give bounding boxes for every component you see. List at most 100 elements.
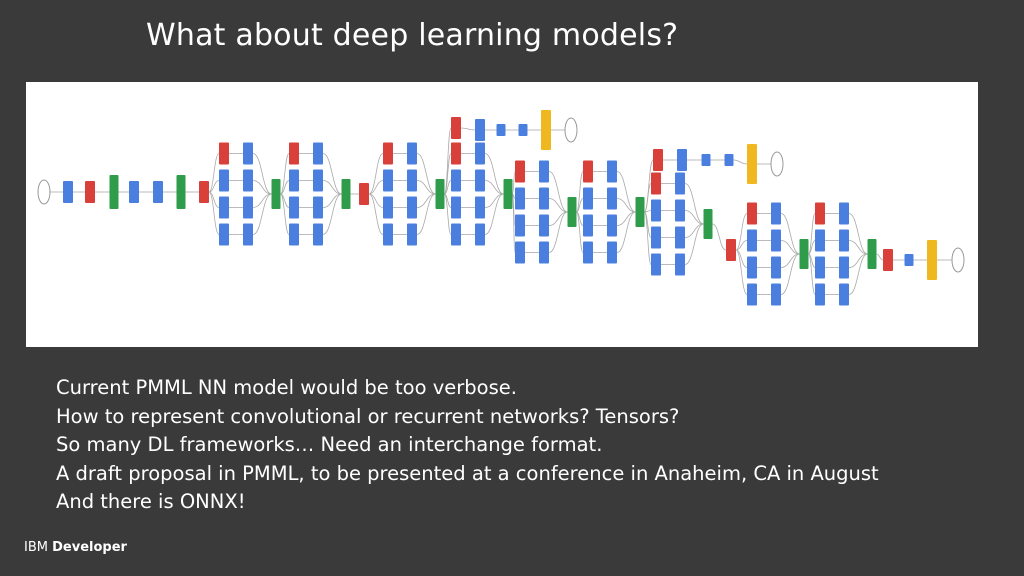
conv-node	[219, 169, 229, 192]
conv-node	[313, 223, 323, 246]
edge	[616, 171, 636, 213]
conv-node	[815, 283, 825, 306]
edge	[684, 183, 704, 225]
conv-node	[289, 196, 299, 219]
edge	[712, 223, 727, 251]
conv-node	[771, 283, 781, 306]
conv-node	[771, 256, 781, 279]
conv-node	[407, 169, 417, 192]
conv-node	[515, 214, 525, 237]
node-layer	[37, 110, 965, 306]
edge	[548, 211, 568, 253]
edge	[444, 180, 452, 195]
concat-node	[341, 179, 351, 209]
slide-title: What about deep learning models?	[146, 18, 679, 53]
edge	[444, 153, 452, 195]
pool-node	[359, 183, 369, 205]
conv-node	[771, 229, 781, 252]
concat-node	[176, 175, 186, 209]
conv-node	[747, 283, 757, 306]
brand-name: Developer	[52, 540, 127, 555]
softmax-node	[927, 240, 937, 280]
edge	[848, 240, 868, 255]
conv-node	[518, 124, 528, 136]
conv-node	[475, 142, 485, 165]
edge	[322, 153, 342, 195]
edge	[808, 253, 816, 295]
bullet-item: And there is ONNX!	[56, 490, 246, 513]
pool-node	[651, 172, 661, 195]
edge	[368, 153, 384, 195]
bullet-item: A draft proposal in PMML, to be presente…	[56, 461, 879, 485]
pool-node	[219, 142, 229, 165]
edge	[484, 193, 504, 235]
conv-node	[815, 229, 825, 252]
edge	[644, 211, 652, 265]
edge	[512, 193, 516, 253]
conv-node	[651, 226, 661, 249]
conv-node	[539, 241, 549, 264]
conv-node	[839, 256, 849, 279]
edge	[644, 183, 652, 213]
edge	[416, 180, 436, 195]
edge	[644, 210, 652, 213]
conv-node	[407, 142, 417, 165]
conv-node	[289, 169, 299, 192]
conv-node	[747, 256, 757, 279]
edge	[280, 193, 290, 235]
conv-node	[539, 214, 549, 237]
edge	[735, 249, 748, 295]
edge	[848, 213, 868, 255]
conv-node	[243, 142, 253, 165]
conv-node	[771, 202, 781, 225]
conv-node	[839, 202, 849, 225]
concat-node	[503, 179, 513, 209]
pool-node	[85, 181, 95, 203]
edge	[780, 213, 800, 255]
conv-node	[313, 196, 323, 219]
conv-node	[475, 119, 485, 141]
edge	[484, 180, 504, 195]
conv-node	[475, 169, 485, 192]
conv-node	[407, 196, 417, 219]
bullet-item: Current PMML NN model would be too verbo…	[56, 376, 517, 399]
conv-node	[383, 196, 393, 219]
edge	[876, 253, 884, 261]
conv-node	[451, 196, 461, 219]
edge	[548, 198, 568, 213]
edge	[416, 153, 436, 195]
edge	[444, 127, 452, 195]
conv-node	[515, 241, 525, 264]
edge	[808, 240, 816, 255]
conv-node	[243, 196, 253, 219]
conv-node	[675, 172, 685, 195]
conv-node	[675, 199, 685, 222]
edge	[780, 253, 800, 295]
conv-node	[839, 229, 849, 252]
pool-node	[451, 142, 461, 165]
pool-node	[815, 202, 825, 225]
conv-node	[675, 226, 685, 249]
conv-node	[904, 254, 914, 266]
conv-node	[747, 229, 757, 252]
edge	[252, 180, 272, 195]
edge	[735, 240, 748, 251]
conv-node	[583, 214, 593, 237]
edge	[460, 127, 476, 131]
edge	[576, 211, 584, 253]
conv-node	[451, 223, 461, 246]
io-node	[951, 247, 965, 273]
conv-node	[475, 196, 485, 219]
conv-node	[607, 187, 617, 210]
edge	[252, 193, 272, 235]
concat-node	[567, 197, 577, 227]
pool-node	[747, 202, 757, 225]
conv-node	[289, 223, 299, 246]
pool-node	[883, 249, 893, 271]
pool-node	[383, 142, 393, 165]
conv-node	[724, 154, 734, 166]
conv-node	[539, 160, 549, 183]
edge	[548, 171, 568, 213]
edge	[848, 253, 868, 295]
edge	[576, 171, 584, 213]
